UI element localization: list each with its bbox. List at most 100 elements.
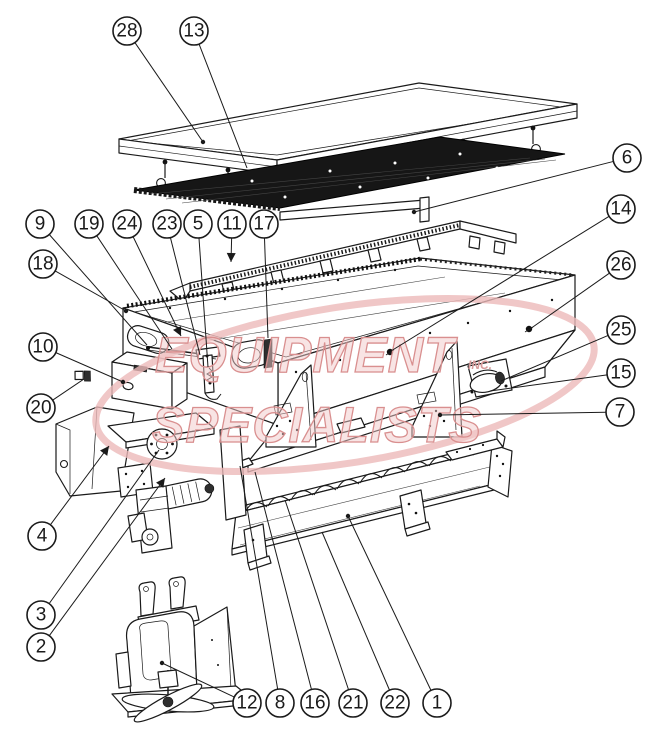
callout-number-20: 20: [30, 398, 51, 419]
callout-6: 6: [411, 143, 642, 215]
leader-dot-12: [159, 660, 165, 666]
callout-number-25: 25: [610, 320, 631, 341]
callout-9: 9: [25, 209, 148, 346]
callout-number-17: 17: [253, 214, 274, 235]
leader-line-4: [49, 445, 110, 526]
right-leg: [411, 340, 463, 438]
leader-line-1: [347, 515, 432, 691]
callout-number-6: 6: [622, 148, 633, 169]
callout-21: 21: [284, 499, 368, 718]
callout-balloon-8: [265, 688, 295, 718]
callout-balloon-19: [74, 209, 104, 239]
leader-arrow-4: [100, 446, 109, 456]
leader-line-26: [529, 272, 610, 330]
callout-balloon-20: [26, 393, 56, 423]
latch-keeper-strip: [263, 338, 273, 369]
leader-dot-7: [437, 412, 443, 418]
callout-7: 7: [437, 397, 635, 427]
callout-16: 16: [254, 471, 330, 718]
callout-balloon-15: [606, 358, 636, 388]
watermark-swoosh: [92, 294, 598, 476]
left-end-handle: [126, 325, 170, 354]
left-leg: [265, 364, 317, 448]
leader-dot-6: [411, 209, 417, 215]
callout-balloon-3: [26, 600, 56, 630]
machine-drawing: [55, 82, 578, 723]
leader-line-15: [489, 374, 608, 392]
callout-26: 26: [529, 250, 636, 330]
leader-line-23: [169, 237, 201, 356]
callout-number-14: 14: [610, 199, 632, 220]
callout-10: 10: [28, 332, 126, 385]
leader-arrow-24: [173, 325, 182, 336]
callout-number-5: 5: [193, 214, 204, 235]
inverted-screen-mesh: [133, 136, 566, 211]
leader-line-14: [390, 215, 610, 352]
callout-balloon-16: [300, 688, 330, 718]
callout-number-19: 19: [78, 214, 99, 235]
callout-number-8: 8: [275, 693, 286, 714]
leader-line-18: [54, 270, 127, 312]
callout-balloon-18: [28, 249, 58, 279]
callout-13: 13: [179, 16, 248, 169]
leader-line-16: [254, 471, 312, 690]
callout-number-18: 18: [32, 254, 53, 275]
callout-balloon-10: [28, 332, 58, 362]
callout-18: 18: [28, 249, 129, 314]
callout-15: 15: [489, 358, 636, 392]
callout-2: 2: [26, 477, 166, 662]
callout-1: 1: [345, 513, 452, 718]
watermark: EQUIPMENT SPECIALISTS INC.: [92, 294, 598, 476]
callout-balloon-11: [217, 209, 247, 239]
callout-number-22: 22: [384, 693, 405, 714]
callout-number-28: 28: [116, 21, 137, 42]
leader-line-2: [48, 477, 166, 637]
latch-linkage: [146, 346, 222, 400]
callout-number-12: 12: [236, 693, 257, 714]
callout-balloon-28: [112, 16, 142, 46]
callout-number-2: 2: [36, 637, 47, 658]
callout-balloon-25: [606, 315, 636, 345]
callout-balloon-12: [232, 688, 262, 718]
gearbox: [127, 485, 173, 554]
leader-line-17: [263, 237, 269, 339]
spinner-drive-assembly: [107, 412, 247, 554]
callout-balloon-26: [606, 250, 636, 280]
leader-arrow-2: [156, 478, 165, 488]
leader-line-6: [413, 160, 614, 213]
callout-balloon-5: [183, 209, 213, 239]
callout-17: 17: [249, 209, 279, 339]
callout-number-4: 4: [37, 526, 48, 547]
callout-balloon-1: [422, 688, 452, 718]
leader-dot-18: [123, 308, 129, 314]
leader-dot-10: [120, 379, 126, 385]
callout-12: 12: [159, 660, 262, 718]
callout-20: 20: [26, 378, 85, 423]
auger-helix: [244, 449, 475, 513]
callout-22: 22: [321, 531, 410, 718]
callout-23: 23: [152, 209, 201, 356]
chute-assembly: [111, 576, 253, 723]
front-handle: [231, 339, 271, 369]
callout-8: 8: [239, 465, 295, 718]
callout-number-13: 13: [183, 21, 204, 42]
callout-number-3: 3: [36, 605, 47, 626]
callout-number-24: 24: [116, 214, 138, 235]
leader-line-25: [500, 335, 609, 382]
callout-number-21: 21: [342, 693, 363, 714]
callout-balloon-9: [25, 209, 55, 239]
leader-line-13: [198, 43, 248, 169]
leader-line-8: [239, 465, 279, 690]
callout-balloon-22: [380, 688, 410, 718]
auger-trough: [231, 430, 513, 571]
leader-line-19: [96, 235, 173, 350]
leader-line-22: [321, 531, 390, 691]
leader-line-7: [439, 411, 607, 416]
callout-balloon-4: [27, 521, 57, 551]
callout-balloon-21: [338, 688, 368, 718]
leader-line-12: [161, 662, 235, 698]
vibrator-assembly: [467, 358, 513, 398]
callout-25: 25: [500, 315, 636, 382]
